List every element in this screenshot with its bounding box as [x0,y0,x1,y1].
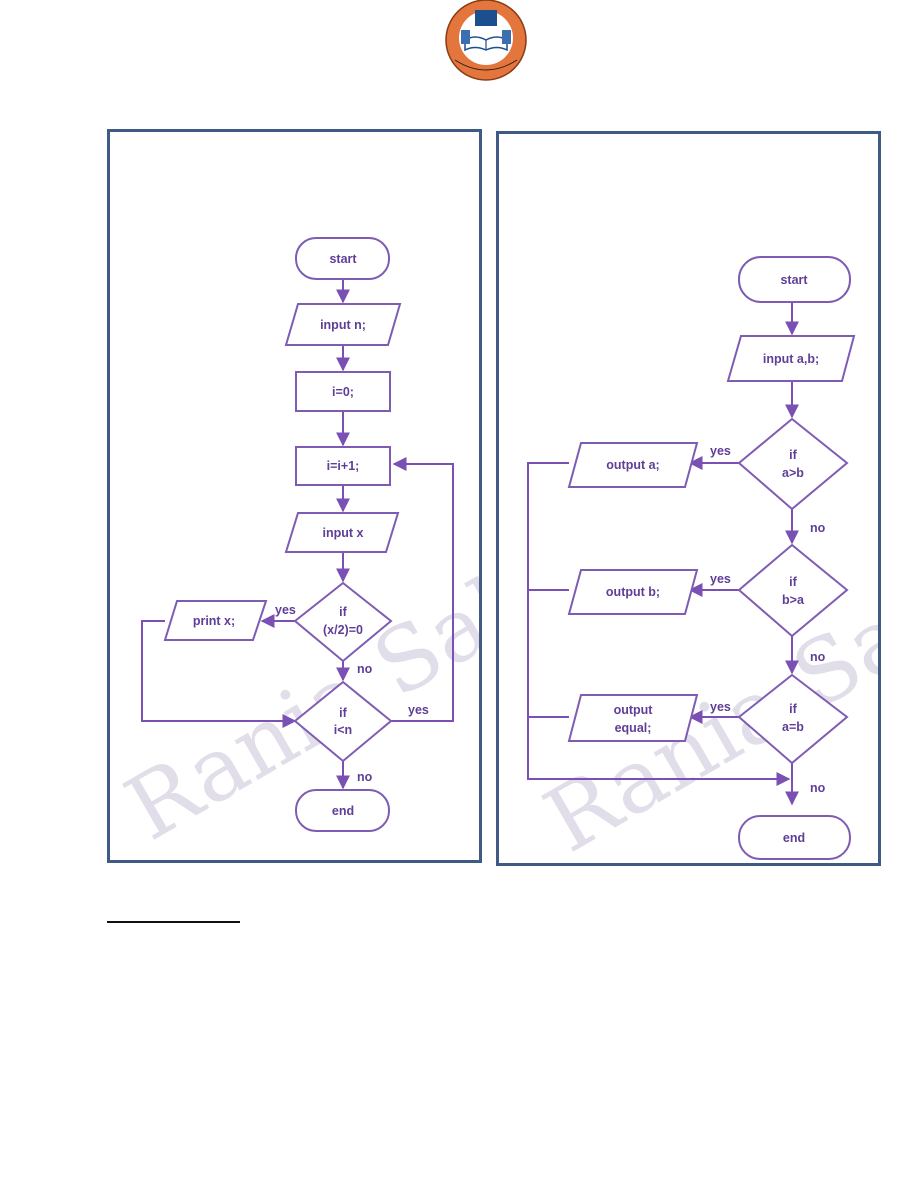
university-logo [445,0,527,81]
input-x-label: input x [323,526,364,540]
edge-print-to-if2 [141,620,297,728]
print-x-node [163,600,268,641]
i-increment-node [295,446,391,486]
if-a-gt-b-decision [737,417,849,511]
end-label: end [783,831,805,845]
if-even-label-1: if [339,605,347,619]
output-equal-label-1: output [614,703,654,717]
section-heading-underline [107,921,240,923]
if-less-label-1: if [339,706,347,720]
right-flowchart-panel: Rania Saleem Ali start input a,b; if a>b… [496,131,881,866]
if-a-eq-b-label-1: if [789,702,797,716]
output-b-node [567,569,699,615]
output-equal-node [567,694,699,742]
right-flowchart: Rania Saleem Ali start input a,b; if a>b… [527,256,878,863]
input-x-node [284,512,400,553]
if-b-gt-a-label-2: b>a [782,593,805,607]
if2-no-label: no [810,650,826,664]
if-even-yes-label: yes [275,603,296,617]
i-zero-node [295,371,391,412]
output-b-label: output b; [606,585,660,599]
output-a-label: output a; [606,458,659,472]
input-n-node [284,303,402,346]
if-a-eq-b-label-2: a=b [782,720,804,734]
if2-yes-label: yes [710,572,731,586]
if-a-gt-b-label-1: if [789,448,797,462]
if1-no-label: no [810,521,826,535]
if-even-decision [293,581,393,663]
output-equal-label-2: equal; [615,721,652,735]
edge-if2-yes-loop [391,457,454,722]
end-node [738,815,851,860]
i-zero-label: i=0; [332,385,354,399]
start-node [295,237,390,280]
if3-yes-label: yes [710,700,731,714]
if-a-eq-b-decision [737,673,849,765]
input-n-label: input n; [320,318,366,332]
if-less-decision [293,680,393,763]
start-node [738,256,851,303]
if-less-no-label: no [357,770,373,784]
input-ab-label: input a,b; [763,352,819,366]
watermark: Rania Saleem Ali [110,390,479,860]
if1-yes-label: yes [710,444,731,458]
if-b-gt-a-decision [737,543,849,638]
start-label: start [780,273,808,287]
left-flowchart: Rania Saleem Ali start input n; i=0; i=i… [110,237,479,860]
if-less-label-2: i<n [334,723,352,737]
if-even-label-2: (x/2)=0 [323,623,363,637]
if-less-yes-label: yes [408,703,429,717]
input-ab-node [726,335,856,382]
print-x-label: print x; [193,614,235,628]
if-b-gt-a-label-1: if [789,575,797,589]
end-label: end [332,804,354,818]
output-a-node [567,442,699,488]
if-even-no-label: no [357,662,373,676]
if-a-gt-b-label-2: a>b [782,466,804,480]
edge-outputs-merge [527,462,791,786]
i-increment-label: i=i+1; [327,459,360,473]
if3-no-label: no [810,781,826,795]
left-flowchart-panel: Rania Saleem Ali start input n; i=0; i=i… [107,129,482,863]
start-label: start [329,252,357,266]
end-node [295,789,390,832]
